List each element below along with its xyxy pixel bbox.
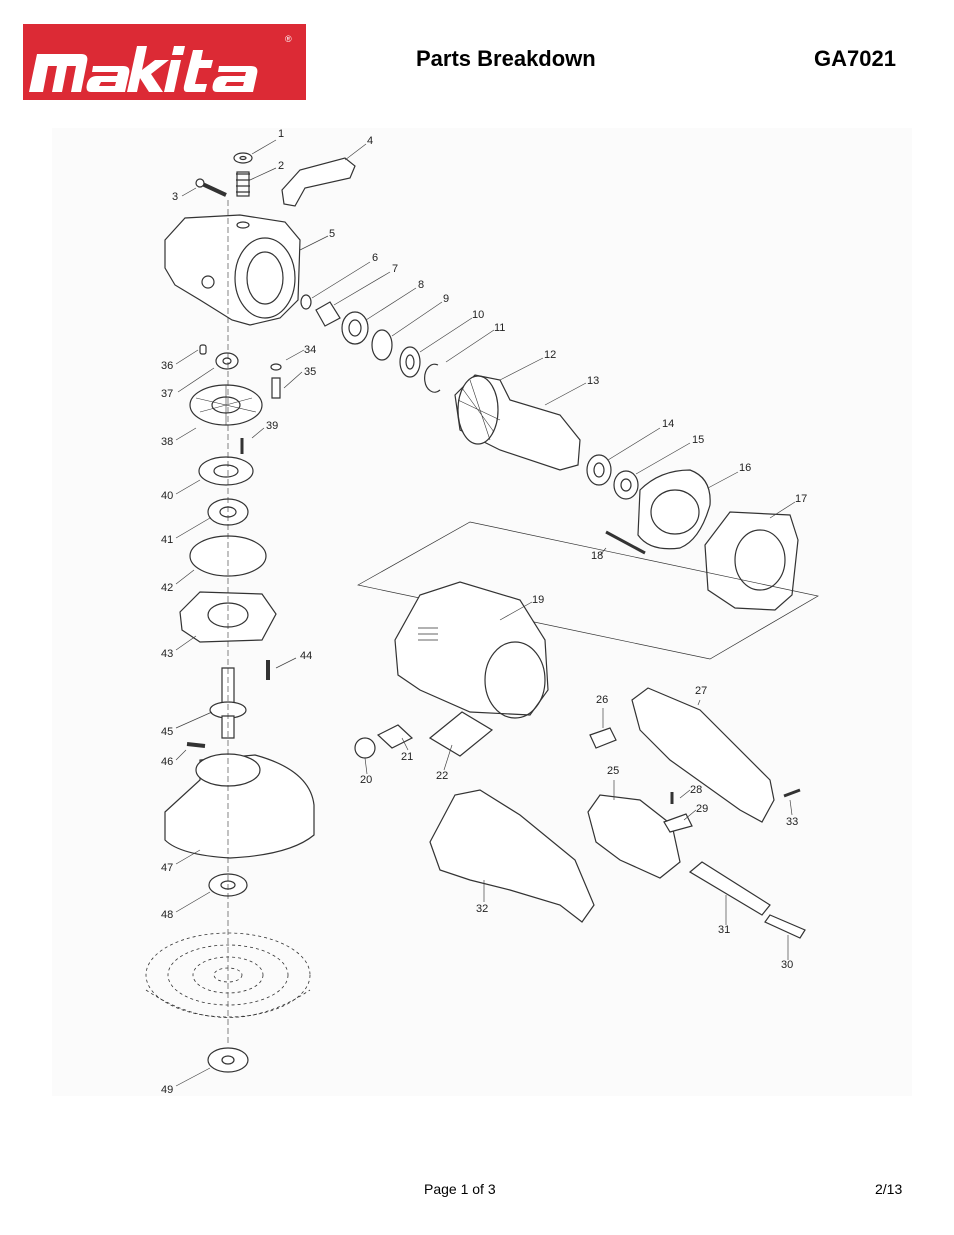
label-part-44: 44 [300, 650, 312, 662]
part-7-pinion [315, 301, 341, 327]
label-part-35: 35 [304, 366, 316, 378]
label-part-1: 1 [278, 128, 284, 140]
label-part-46: 46 [161, 756, 173, 768]
label-part-29: 29 [696, 803, 708, 815]
label-part-42: 42 [161, 582, 173, 594]
page-title: Parts Breakdown [416, 46, 596, 71]
part-labels: 1 2 3 4 5 6 7 8 9 10 11 12 13 14 15 16 1… [161, 128, 807, 1096]
label-part-21: 21 [401, 751, 413, 763]
label-part-20: 20 [360, 774, 372, 786]
part-9-ring [371, 329, 393, 361]
parts-diagram: 1 2 3 4 5 6 7 8 9 10 11 12 13 14 15 16 1… [52, 128, 912, 1096]
part-21-carbon-brush [376, 724, 414, 749]
assembly-outline [357, 521, 819, 660]
label-part-25: 25 [607, 765, 619, 777]
part-25-switch [587, 794, 681, 879]
label-part-28: 28 [690, 784, 702, 796]
label-part-33: 33 [786, 816, 798, 828]
label-part-19: 19 [532, 594, 544, 606]
label-part-26: 26 [596, 694, 608, 706]
label-part-38: 38 [161, 436, 173, 448]
page-indicator: Page 1 of 3 [424, 1181, 496, 1197]
label-part-27: 27 [695, 685, 707, 697]
label-part-14: 14 [662, 418, 674, 430]
part-2-spring [236, 173, 250, 193]
label-part-43: 43 [161, 648, 173, 660]
label-part-12: 12 [544, 349, 556, 361]
part-46-screw [186, 742, 206, 748]
label-part-3: 3 [172, 191, 178, 203]
label-part-2: 2 [278, 160, 284, 172]
svg-text:®: ® [285, 34, 292, 44]
label-part-41: 41 [161, 534, 173, 546]
part-36-spacer [199, 344, 207, 355]
label-part-4: 4 [367, 135, 373, 147]
part-17-field [704, 511, 799, 611]
part-30-cord [764, 914, 806, 939]
model-number: GA7021 [814, 46, 896, 71]
leader-lines [175, 139, 796, 1087]
part-4-cover [281, 157, 356, 207]
label-part-8: 8 [418, 279, 424, 291]
label-part-18: 18 [591, 550, 603, 562]
label-part-40: 40 [161, 490, 173, 502]
label-part-30: 30 [781, 959, 793, 971]
label-part-15: 15 [692, 434, 704, 446]
part-35-pin [271, 377, 281, 399]
label-part-17: 17 [795, 493, 807, 505]
part-26-part [589, 727, 617, 749]
label-part-34: 34 [304, 344, 316, 356]
label-part-6: 6 [372, 252, 378, 264]
part-29-strain-relief [663, 813, 693, 833]
part-34-o-ring [270, 363, 282, 371]
makita-logo: ® makita [23, 24, 306, 100]
part-22-label [428, 711, 494, 757]
exploded-view-svg: 1 2 3 4 5 6 7 8 9 10 11 12 13 14 15 16 1… [145, 128, 819, 1096]
label-part-47: 47 [161, 862, 173, 874]
label-part-9: 9 [443, 293, 449, 305]
label-part-16: 16 [739, 462, 751, 474]
part-16-baffle-plate [637, 469, 711, 550]
part-19-motor-housing [394, 581, 549, 716]
label-part-48: 48 [161, 909, 173, 921]
part-32-rear-cover [429, 789, 595, 923]
part-20-brush-holder-cap [354, 737, 376, 759]
label-part-39: 39 [266, 420, 278, 432]
label-part-11: 11 [494, 322, 505, 334]
part-33-screw [783, 788, 801, 798]
part-6-nut [300, 294, 312, 310]
label-part-13: 13 [587, 375, 599, 387]
label-part-45: 45 [161, 726, 173, 738]
label-part-37: 37 [161, 388, 173, 400]
label-part-5: 5 [329, 228, 335, 240]
part-18-screw [605, 530, 646, 555]
label-part-31: 31 [718, 924, 730, 936]
label-part-32: 32 [476, 903, 488, 915]
label-part-7: 7 [392, 263, 398, 275]
part-31-cord-guard [688, 861, 771, 916]
part-47-wheel-guard [164, 754, 315, 859]
label-part-10: 10 [472, 309, 484, 321]
label-part-36: 36 [161, 360, 173, 372]
part-11-retaining-ring [424, 363, 441, 393]
label-part-22: 22 [436, 770, 448, 782]
part-27-switch-lever [631, 687, 775, 823]
revision-date: 2/13 [875, 1181, 903, 1197]
label-part-49: 49 [161, 1084, 173, 1096]
